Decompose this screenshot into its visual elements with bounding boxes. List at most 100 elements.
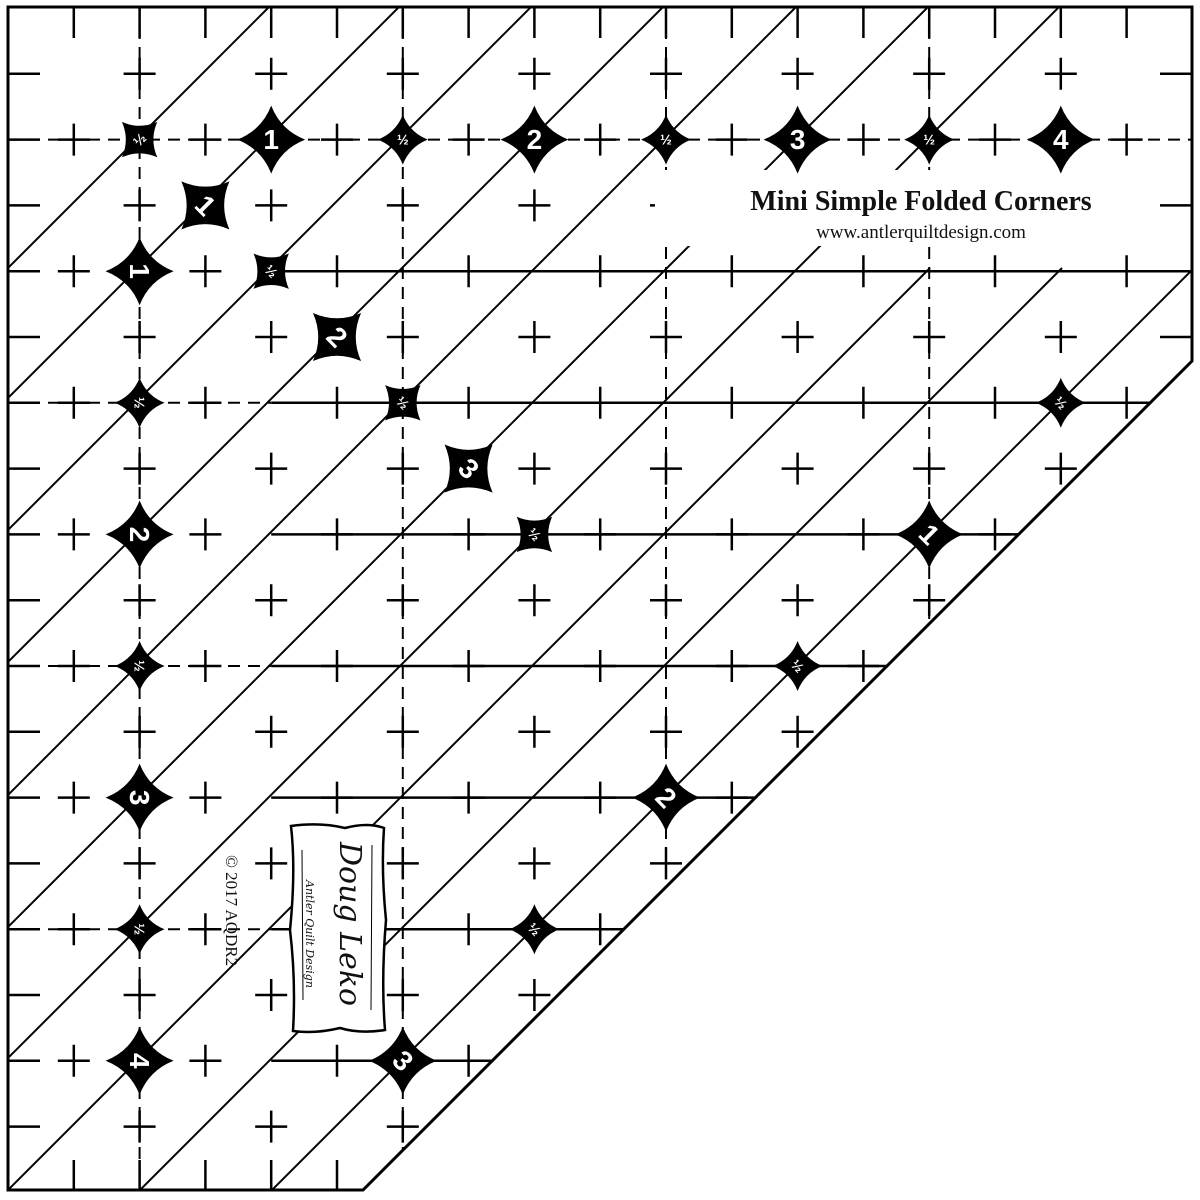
marker-4: 4	[105, 1026, 174, 1095]
website-url: www.antlerquiltdesign.com	[816, 222, 1026, 243]
diamond-marker-icon	[772, 641, 823, 691]
diamond-marker-icon	[181, 181, 230, 230]
diamond-marker-icon	[312, 312, 362, 362]
diamond-marker-icon	[377, 114, 428, 165]
quarter-inch-cross	[123, 979, 156, 1011]
diamond-marker-icon	[1026, 105, 1095, 174]
marker-3: 3	[368, 1026, 437, 1095]
diamond-marker-icon	[763, 105, 832, 174]
quarter-inch-cross	[518, 847, 551, 880]
quarter-inch-cross	[452, 518, 485, 551]
marker-half: ½	[641, 114, 691, 165]
quarter-inch-cross	[123, 452, 156, 485]
quarter-inch-cross	[321, 781, 353, 814]
diagonal-line	[8, 7, 721, 1190]
marker-2: 2	[105, 500, 174, 569]
quarter-inch-cross	[584, 123, 617, 156]
diagonal-line	[8, 7, 986, 1190]
marker-label: ½	[923, 132, 935, 148]
marker-label: 1	[263, 124, 279, 155]
marker-label: 2	[124, 527, 155, 543]
quarter-inch-cross	[189, 650, 222, 682]
quarter-inch-cross	[1110, 386, 1143, 419]
quarter-inch-cross	[781, 57, 814, 90]
quarter-inch-cross	[57, 781, 90, 814]
marker-2: 2	[312, 312, 362, 362]
marker-label: ½	[132, 660, 148, 672]
quarter-inch-cross	[584, 518, 617, 551]
diagonal-line	[79, 267, 1063, 1190]
quarter-inch-cross	[650, 715, 682, 748]
diamond-marker-icon	[368, 1026, 437, 1095]
quarter-inch-cross	[847, 255, 880, 288]
quarter-inch-cross	[518, 321, 551, 353]
quarter-inch-cross	[255, 715, 288, 748]
quarter-inch-cross	[781, 452, 814, 485]
quarter-inch-cross	[452, 650, 485, 682]
marker-half: ½	[904, 114, 955, 165]
quarter-inch-cross	[452, 781, 485, 814]
edge-ticks	[8, 7, 1192, 1190]
quarter-inch-cross	[847, 123, 880, 156]
diamond-marker-icon	[253, 253, 289, 289]
quarter-inch-cross	[255, 979, 288, 1011]
quarter-inch-cross	[452, 255, 485, 288]
marker-label: 3	[124, 790, 155, 806]
marker-label: 2	[527, 124, 543, 155]
quarter-inch-cross	[321, 650, 353, 682]
marker-half: ½	[385, 385, 421, 421]
diagonal-line	[8, 7, 457, 1190]
quarter-inch-cross	[518, 715, 551, 748]
ruler-outline	[6, 5, 1194, 1192]
title-block: Mini Simple Folded Corners www.antlerqui…	[655, 170, 1160, 246]
diagonal-line	[211, 267, 1192, 1190]
diamond-marker-icon	[114, 904, 165, 955]
diamond-marker-icon	[114, 641, 165, 691]
quarter-inch-cross	[57, 123, 90, 156]
quarter-inch-cross	[321, 518, 353, 551]
ruler-title: Mini Simple Folded Corners	[750, 186, 1092, 217]
quarter-inch-cross	[584, 255, 617, 288]
quarter-inch-cross	[189, 255, 222, 288]
quarter-inch-cross	[584, 913, 617, 946]
quarter-inch-cross	[518, 979, 551, 1011]
diagonal-line	[8, 7, 854, 1190]
logo-signature: Doug Leko	[332, 841, 367, 1006]
diamond-marker-icon	[500, 105, 569, 174]
marker-half: ½	[772, 641, 823, 691]
quarter-inch-cross	[1044, 57, 1077, 90]
marker-1: 1	[181, 181, 230, 230]
marker-label: ½	[132, 923, 148, 935]
quarter-inch-cross	[123, 584, 156, 617]
copyright-text: © 2017 AQDR2	[222, 855, 241, 966]
quarter-inch-cross	[386, 189, 419, 222]
quarter-inch-cross	[189, 123, 222, 156]
quarter-inch-cross	[847, 386, 880, 419]
quarter-inch-cross	[123, 189, 156, 222]
marker-half: ½	[121, 121, 158, 158]
quarter-inch-cross	[189, 913, 222, 946]
quarter-inch-cross	[650, 57, 682, 90]
marker-1: 1	[895, 500, 964, 569]
diamond-marker-icon	[105, 763, 174, 832]
quarter-inch-cross	[518, 57, 551, 90]
quarter-inch-cross	[57, 913, 90, 946]
quarter-inch-cross	[386, 715, 419, 748]
quarter-inch-cross	[57, 386, 90, 419]
marker-label: 1	[124, 263, 155, 279]
quarter-inch-cross	[452, 386, 485, 419]
logo-tagline: Antler Quilt Design	[303, 879, 316, 988]
marker-label: ½	[132, 397, 148, 409]
diamond-marker-icon	[444, 444, 493, 493]
quarter-inch-cross	[386, 584, 419, 617]
quarter-inch-cross	[255, 584, 288, 617]
quarter-inch-cross	[584, 386, 617, 419]
diagonal-line	[8, 7, 1117, 1190]
quarter-inch-cross	[123, 715, 156, 748]
quarter-inch-cross	[913, 321, 946, 353]
quarter-inch-cross	[321, 123, 353, 156]
quarter-inch-cross	[452, 913, 485, 946]
diamond-marker-icon	[895, 500, 964, 569]
